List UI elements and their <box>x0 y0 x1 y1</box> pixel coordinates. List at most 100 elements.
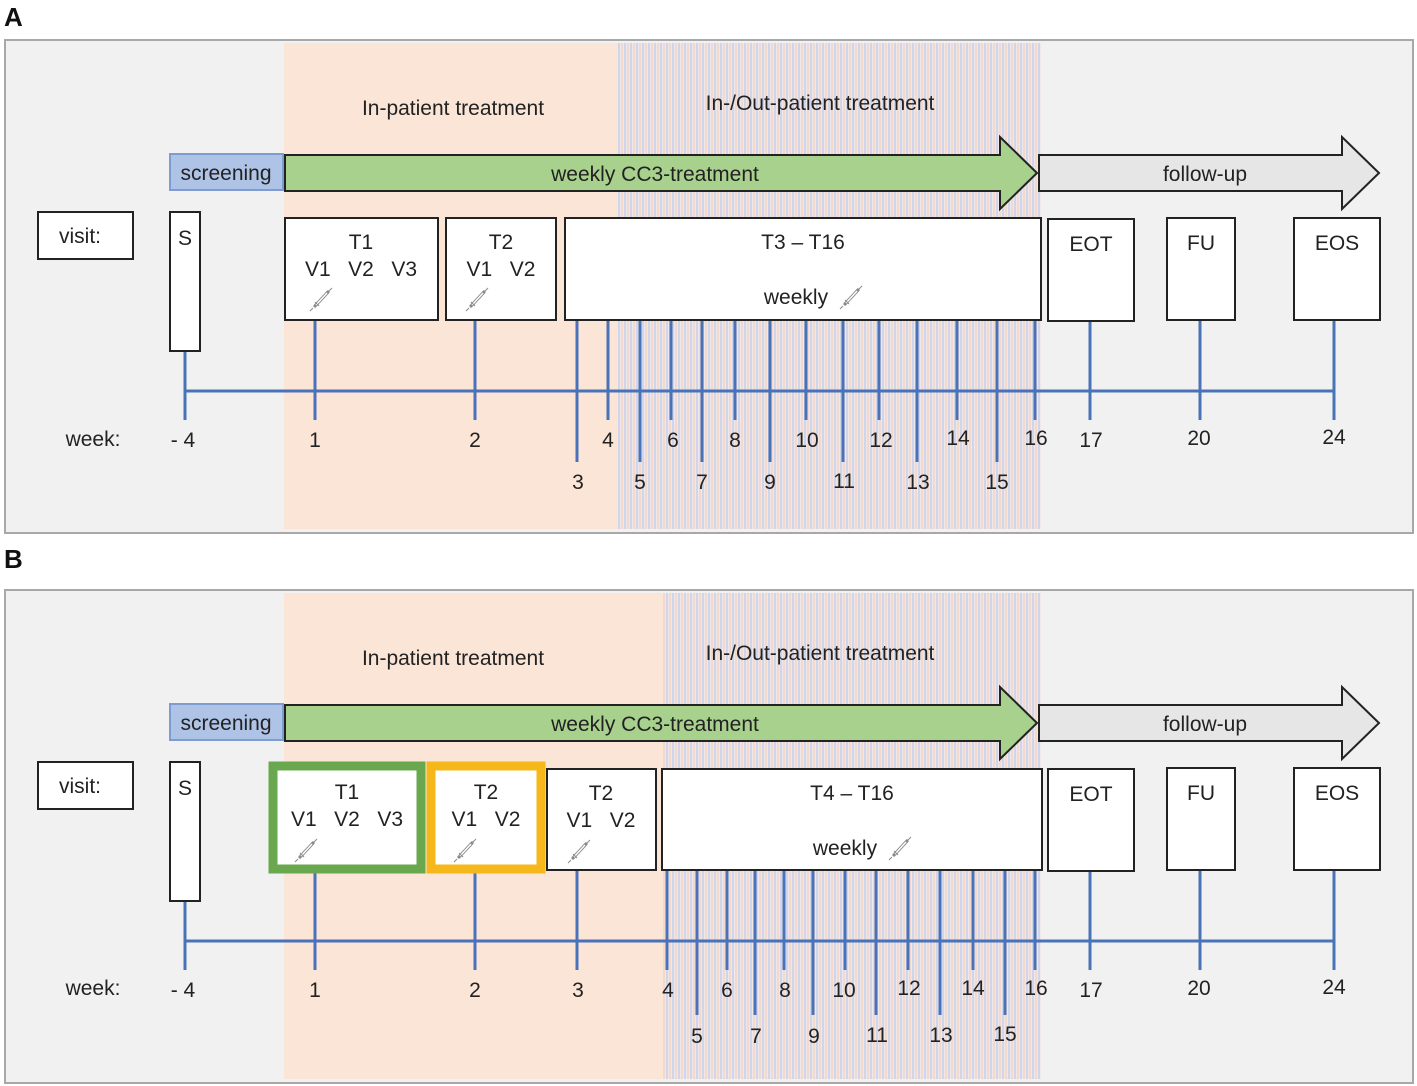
week-number: 1 <box>309 429 321 452</box>
screening-bar <box>169 153 284 191</box>
visit-box-weekly-title: T3 – T16 <box>761 231 845 254</box>
week-number: - 4 <box>171 429 196 452</box>
week-number: 20 <box>1187 427 1210 450</box>
visit-box-t2-highlighted <box>426 761 546 874</box>
visit-box-t2b-title: T2 <box>589 782 614 805</box>
timeline <box>183 320 1336 462</box>
inout-phase-label: In-/Out-patient treatment <box>706 642 935 665</box>
visit-box-t2-visits: V1 V2 <box>467 258 536 281</box>
week-number: 5 <box>691 1025 703 1048</box>
visit-box-eot-label: EOT <box>1069 783 1112 806</box>
week-number: 11 <box>833 470 855 493</box>
visit-label: visit: <box>59 775 101 798</box>
week-number: 10 <box>832 979 855 1002</box>
visit-box-screening <box>169 761 201 902</box>
visit-box-t1-title: T1 <box>349 231 374 254</box>
visit-box-weekly-title: T4 – T16 <box>810 782 894 805</box>
week-number: 5 <box>634 471 646 494</box>
visit-box-t1 <box>284 217 439 321</box>
week-number: 13 <box>906 471 929 494</box>
visit-box-eos <box>1293 217 1381 321</box>
followup-arrow <box>1038 684 1381 762</box>
week-label: week: <box>65 977 121 1000</box>
week-number: 7 <box>750 1025 762 1048</box>
week-number: 8 <box>729 429 741 452</box>
week-number: 7 <box>696 471 708 494</box>
visit-box-eos <box>1293 767 1381 871</box>
visit-box-eot <box>1047 218 1135 322</box>
week-number: 15 <box>993 1023 1016 1046</box>
visit-label-box <box>37 211 134 260</box>
visit-box-t1-visits: V1 V2 V3 <box>305 258 417 281</box>
week-number: 24 <box>1322 426 1346 449</box>
treatment-arrow <box>284 134 1039 212</box>
treatment-label: weekly CC3-treatment <box>550 163 759 186</box>
panel-a: In-patient treatment In-/Out-patient tre… <box>4 39 1414 534</box>
visit-box-t1-title: T1 <box>335 781 360 804</box>
week-number: 9 <box>808 1025 820 1048</box>
week-number: 12 <box>869 429 892 452</box>
visit-box-fu <box>1166 767 1236 871</box>
week-number: 4 <box>662 979 674 1002</box>
visit-box-weekly-sub: weekly <box>812 837 878 860</box>
inout-phase-label: In-/Out-patient treatment <box>706 92 935 115</box>
week-number: 14 <box>946 427 970 450</box>
visit-box-t1-visits: V1 V2 V3 <box>291 808 403 831</box>
week-number: 6 <box>721 979 733 1002</box>
week-number: 8 <box>779 979 791 1002</box>
followup-label: follow-up <box>1163 713 1247 736</box>
week-number: - 4 <box>171 979 196 1002</box>
treatment-label: weekly CC3-treatment <box>550 713 759 736</box>
week-number: 6 <box>667 429 679 452</box>
week-number: 14 <box>961 977 985 1000</box>
visit-box-t2 <box>445 217 557 321</box>
visit-box-t1-highlighted <box>268 761 426 874</box>
week-number: 16 <box>1024 427 1047 450</box>
week-number: 20 <box>1187 977 1210 1000</box>
visit-box-eos-label: EOS <box>1315 232 1359 255</box>
inpatient-phase-label: In-patient treatment <box>362 97 544 120</box>
inpatient-phase-label: In-patient treatment <box>362 647 544 670</box>
screening-bar <box>169 703 284 741</box>
week-number: 16 <box>1024 977 1047 1000</box>
week-number: 11 <box>866 1024 888 1047</box>
visit-box-eot-label: EOT <box>1069 233 1112 256</box>
panel-letter-b: B <box>4 544 23 574</box>
timeline <box>183 870 1336 1015</box>
visit-box-t2-title: T2 <box>474 781 499 804</box>
week-label: week: <box>65 428 121 451</box>
visit-box-screening-label: S <box>178 227 192 250</box>
followup-arrow <box>1038 134 1381 212</box>
visit-box-fu <box>1166 217 1236 321</box>
visit-box-fu-label: FU <box>1187 782 1215 805</box>
screening-label: screening <box>180 712 271 735</box>
week-numbers: - 4 1 2 4 6 8 10 12 14 16 17 20 24 3 5 7… <box>171 426 1346 494</box>
week-number: 15 <box>985 471 1008 494</box>
week-number: 10 <box>795 429 818 452</box>
week-number: 17 <box>1079 979 1102 1002</box>
visit-box-weekly <box>661 768 1043 871</box>
visit-box-t2-title: T2 <box>489 231 514 254</box>
visit-box-weekly-sub: weekly <box>763 286 829 309</box>
week-number: 3 <box>572 471 584 494</box>
panel-b: In-patient treatment In-/Out-patient tre… <box>4 589 1414 1084</box>
visit-box-eos-label: EOS <box>1315 782 1359 805</box>
screening-label: screening <box>180 162 271 185</box>
visit-label-box <box>37 761 134 810</box>
followup-label: follow-up <box>1163 163 1247 186</box>
week-number: 17 <box>1079 429 1102 452</box>
week-number: 2 <box>469 429 481 452</box>
week-number: 12 <box>897 977 920 1000</box>
week-number: 9 <box>764 471 776 494</box>
week-number: 24 <box>1322 976 1346 999</box>
visit-box-t2-visits: V1 V2 <box>452 808 521 831</box>
week-number: 1 <box>309 979 321 1002</box>
week-number: 4 <box>602 429 614 452</box>
visit-box-weekly <box>564 217 1042 321</box>
visit-box-t2-second <box>546 768 657 871</box>
treatment-arrow <box>284 684 1039 762</box>
visit-box-fu-label: FU <box>1187 232 1215 255</box>
visit-box-screening-label: S <box>178 777 192 800</box>
week-number: 13 <box>929 1024 952 1047</box>
